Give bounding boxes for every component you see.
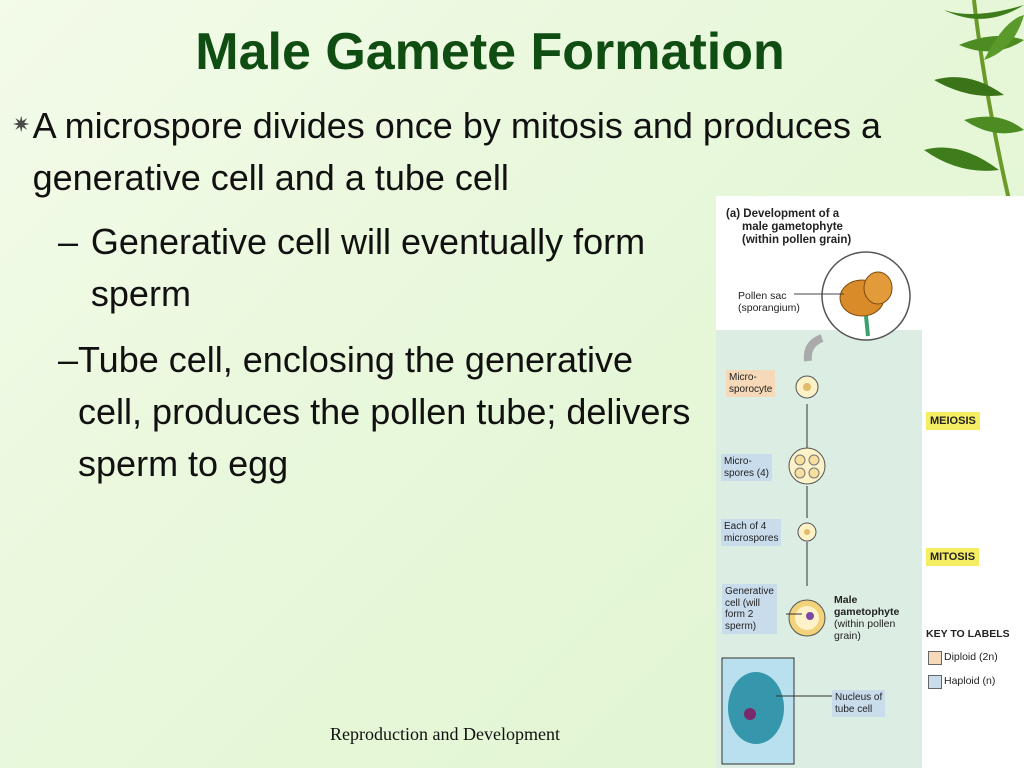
slide-footer: Reproduction and Development <box>330 724 560 744</box>
pollen-development-figure: (a) Development of a male gametophyte (w… <box>716 196 1024 768</box>
mitosis-label: MITOSIS <box>926 548 980 566</box>
microsporocyte-label: Micro-sporocyte <box>726 370 776 397</box>
slide-title: Male Gamete Formation <box>195 23 785 81</box>
dash-bullet-icon: – <box>58 221 79 262</box>
bamboo-decoration <box>924 0 1024 200</box>
diploid-key-swatch <box>928 651 942 665</box>
microspores-label: Micro-spores (4) <box>721 454 773 481</box>
diploid-key-label: Diploid (2n) <box>944 651 998 663</box>
haploid-key-label: Haploid (n) <box>944 675 996 687</box>
meiosis-label: MEIOSIS <box>926 412 980 430</box>
main-bullet-text: A microspore divides once by mitosis and… <box>32 105 882 198</box>
pollen-sac-label: Pollen sac(sporangium) <box>738 290 800 314</box>
main-bullet: ✷ A microspore divides once by mitosis a… <box>12 100 892 204</box>
sub-bullet-text: Generative cell will eventually form spe… <box>90 221 646 314</box>
sub-bullet-text: Tube cell, enclosing the generative cell… <box>78 339 691 484</box>
figure-drawing <box>721 251 911 765</box>
key-title: KEY TO LABELS <box>926 628 1010 640</box>
sub-bullet: – Tube cell, enclosing the generative ce… <box>58 334 698 490</box>
asterisk-bullet-icon: ✷ <box>12 112 31 137</box>
haploid-key-swatch <box>928 675 942 689</box>
dash-bullet-icon: – <box>58 339 79 380</box>
sub-bullet: – Generative cell will eventually form s… <box>58 216 698 320</box>
figure-heading: (a) Development of a male gametophyte (w… <box>726 208 852 246</box>
